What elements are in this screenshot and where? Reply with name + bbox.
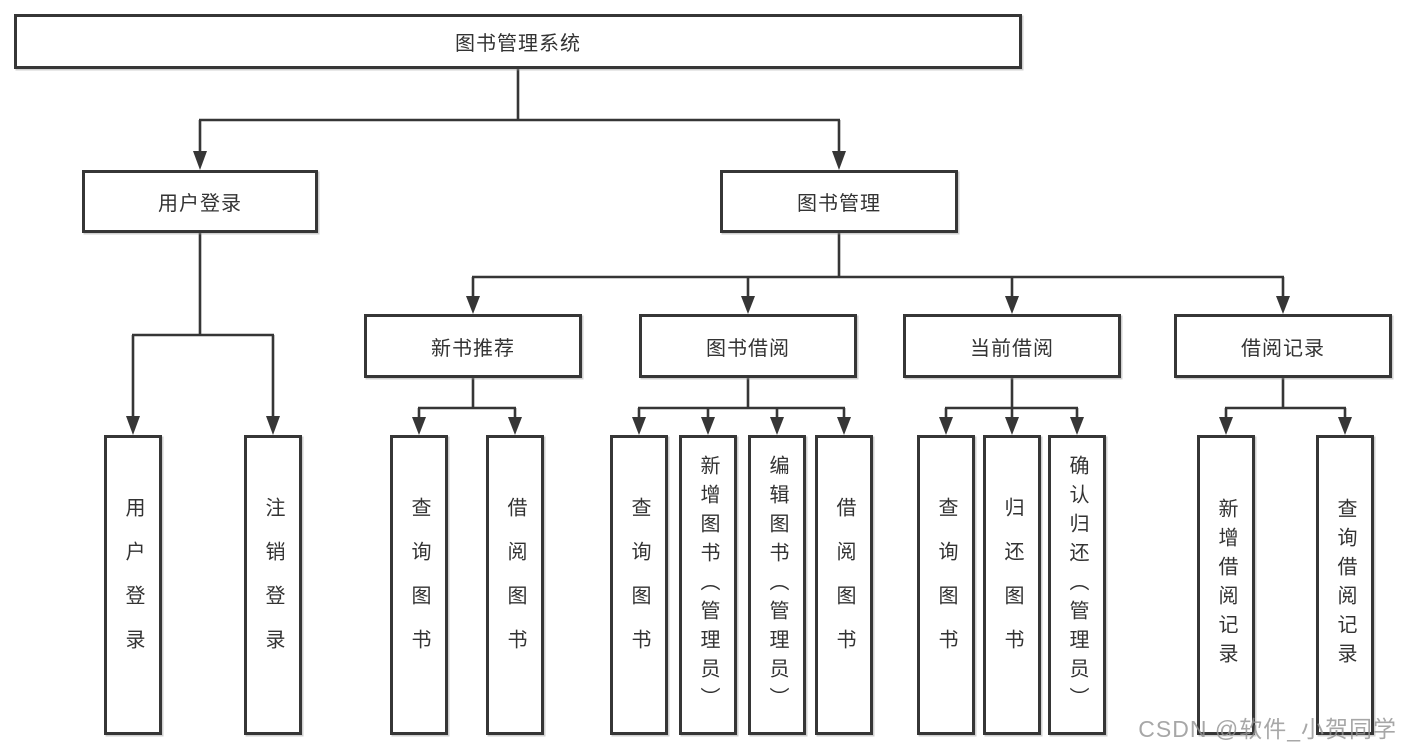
leaf-cb-return-books-label: 归还图书 <box>1001 497 1023 673</box>
leaf-cb-return-books: 归还图书 <box>983 435 1041 735</box>
leaf-logout-label: 注销登录 <box>262 497 284 673</box>
node-book-borrow: 图书借阅 <box>639 314 857 378</box>
leaf-br-add-record: 新增借阅记录 <box>1197 435 1255 735</box>
leaf-br-query-record: 查询借阅记录 <box>1316 435 1374 735</box>
leaf-bb-edit-books-admin: 编辑图书（管理员） <box>748 435 806 735</box>
node-new-book-recommend: 新书推荐 <box>364 314 582 378</box>
leaf-bb-borrow-books: 借阅图书 <box>815 435 873 735</box>
node-current-borrow: 当前借阅 <box>903 314 1121 378</box>
node-book-borrow-label: 图书借阅 <box>706 337 790 360</box>
node-book-management-label: 图书管理 <box>797 193 881 215</box>
leaf-bb-add-books-admin-label: 新增图书（管理员） <box>697 454 719 716</box>
leaf-nb-query-books-label: 查询图书 <box>408 497 430 673</box>
node-book-management: 图书管理 <box>720 170 958 233</box>
leaf-bb-query-books: 查询图书 <box>610 435 668 735</box>
leaf-logout: 注销登录 <box>244 435 302 735</box>
node-root-label: 图书管理系统 <box>455 33 581 55</box>
leaf-bb-edit-books-admin-label: 编辑图书（管理员） <box>766 454 788 716</box>
leaf-nb-query-books: 查询图书 <box>390 435 448 735</box>
leaf-bb-query-books-label: 查询图书 <box>628 497 650 673</box>
node-current-borrow-label: 当前借阅 <box>970 337 1054 360</box>
leaf-user-login-label: 用户登录 <box>122 497 144 673</box>
leaf-cb-query-books: 查询图书 <box>917 435 975 735</box>
leaf-br-add-record-label: 新增借阅记录 <box>1215 498 1237 672</box>
leaf-bb-borrow-books-label: 借阅图书 <box>833 497 855 673</box>
leaf-user-login: 用户登录 <box>104 435 162 735</box>
node-user-login-label: 用户登录 <box>158 193 242 215</box>
leaf-br-query-record-label: 查询借阅记录 <box>1334 498 1356 672</box>
leaf-cb-confirm-return-admin: 确认归还（管理员） <box>1048 435 1106 735</box>
csdn-watermark: CSDN @软件_小贺同学 <box>1138 716 1397 742</box>
node-user-login: 用户登录 <box>82 170 318 233</box>
node-borrow-records-label: 借阅记录 <box>1241 337 1325 360</box>
leaf-cb-query-books-label: 查询图书 <box>935 497 957 673</box>
leaf-cb-confirm-return-admin-label: 确认归还（管理员） <box>1066 454 1088 716</box>
leaf-nb-borrow-books: 借阅图书 <box>486 435 544 735</box>
node-borrow-records: 借阅记录 <box>1174 314 1392 378</box>
node-root-system: 图书管理系统 <box>14 14 1022 69</box>
leaf-nb-borrow-books-label: 借阅图书 <box>504 497 526 673</box>
leaf-bb-add-books-admin: 新增图书（管理员） <box>679 435 737 735</box>
node-new-book-recommend-label: 新书推荐 <box>431 337 515 360</box>
